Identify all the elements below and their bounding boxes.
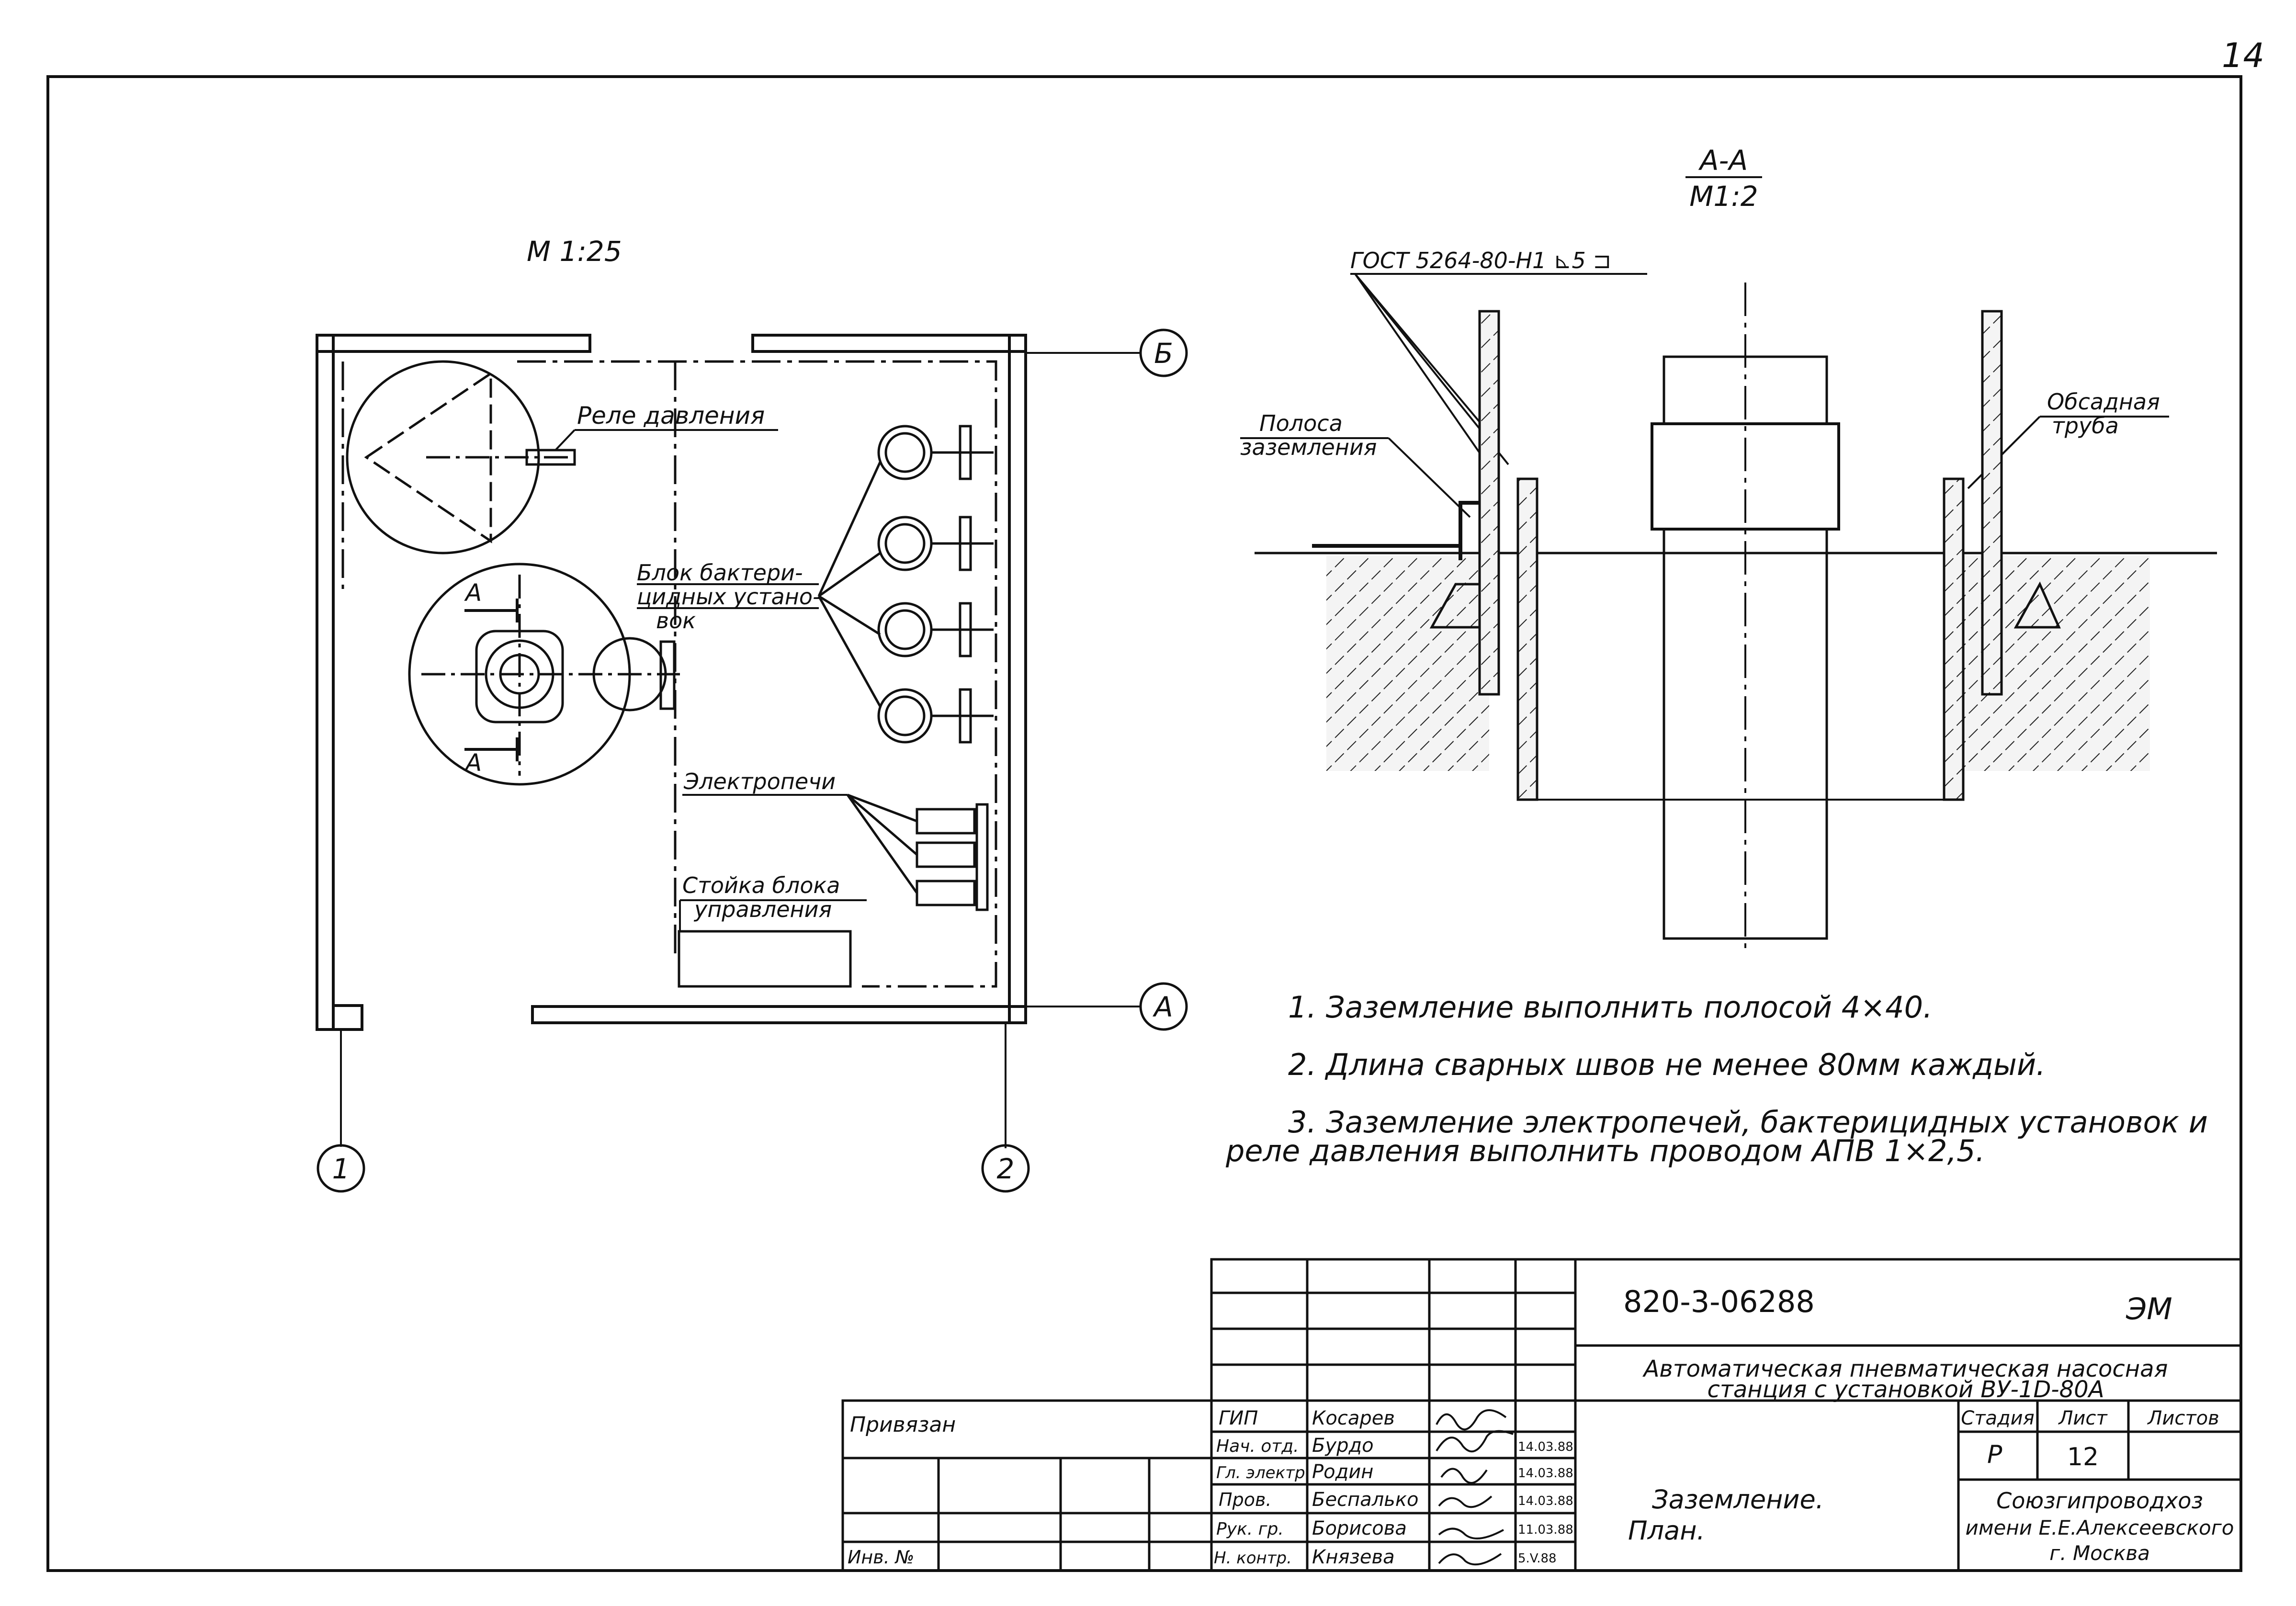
doc-mark: ЭМ <box>2126 1291 2172 1326</box>
casing-wall-right <box>1981 310 2003 696</box>
staff-role: Пров. <box>1219 1489 1271 1510</box>
notes: 1. Заземление выполнить полосой 4×40. 2.… <box>1225 990 2208 1168</box>
drawing-title-2: План. <box>1628 1516 1705 1546</box>
section-mark-bottom: А <box>464 749 482 777</box>
relay-leader <box>554 429 576 451</box>
title-block <box>841 1258 2242 1572</box>
staff-role: Н. контр. <box>1214 1549 1292 1568</box>
bact-label-3: вок <box>656 608 696 633</box>
section-mark-top: А <box>464 579 482 607</box>
sheet-number: 14 <box>2222 36 2264 75</box>
sheet-header: Лист <box>2058 1407 2108 1429</box>
note-3a: 3. Заземление электропечей, бактерицидны… <box>1288 1105 2208 1140</box>
bactericidal-units <box>817 425 994 744</box>
staff-name: Бурдо <box>1312 1435 1374 1457</box>
pressure-relay-label: Реле давления <box>577 402 765 430</box>
inventory-label: Инв. № <box>848 1547 914 1568</box>
casing-wall-left <box>1478 310 1500 696</box>
bact-label-1: Блок бактери- <box>637 560 803 586</box>
section-cut-marks <box>464 599 519 761</box>
casing-label-1: Обсадная <box>2047 389 2160 415</box>
section-scale: М1:2 <box>1689 180 1758 213</box>
section-view: А-А М1:2 ГОСТ 5264-80-Н1 ⊾5 ⊐ Полоса заз… <box>1240 144 2217 948</box>
staff-date: 14.03.88 <box>1518 1494 1573 1508</box>
plan-view: М 1:25 Б А 1 <box>316 235 1188 1193</box>
staff-list: ГИП Косарев Нач. отд. Бурдо 14.03.88 Гл.… <box>1214 1407 1573 1568</box>
axis-marker-a: А <box>1139 982 1188 1031</box>
staff-date: 14.03.88 <box>1518 1440 1573 1454</box>
grounding-strip <box>1312 501 1480 560</box>
concrete-collar-right <box>2013 581 2061 629</box>
strip-leader <box>1388 437 1471 518</box>
doc-title-1: Автоматическая пневматическая насосная <box>1642 1356 2168 1382</box>
bound-label: Привязан <box>850 1413 956 1437</box>
furnaces-label: Электропечи <box>683 769 836 794</box>
staff-date: 14.03.88 <box>1518 1466 1573 1481</box>
sheet-value: 12 <box>2067 1443 2099 1471</box>
well-head <box>408 563 680 786</box>
axis-marker-2: 2 <box>981 1144 1030 1193</box>
plan-walls <box>316 334 1027 1031</box>
drawing-title-1: Заземление. <box>1652 1484 1824 1515</box>
note-1: 1. Заземление выполнить полосой 4×40. <box>1288 990 1933 1025</box>
inner-pipe-left <box>1516 477 1538 801</box>
doc-title-2: станция с установкой ВУ-1D-80А <box>1707 1376 2104 1403</box>
plan-scale: М 1:25 <box>527 235 622 268</box>
staff-role: Рук. гр. <box>1216 1519 1284 1539</box>
strip-label-1: Полоса <box>1259 410 1343 436</box>
staff-date: 5.V.88 <box>1518 1551 1557 1566</box>
note-3b: реле давления выполнить проводом АПВ 1×2… <box>1225 1133 1985 1168</box>
svg-text:1: 1 <box>332 1153 350 1185</box>
staff-name: Беспалько <box>1312 1489 1418 1511</box>
svg-text:Б: Б <box>1154 337 1173 370</box>
control-rack <box>678 930 852 988</box>
gost-weld-label: ГОСТ 5264-80-Н1 ⊾5 ⊐ <box>1350 248 1611 273</box>
note-2: 2. Длина сварных швов не менее 80мм кажд… <box>1288 1047 2046 1082</box>
soil-left <box>1326 555 1489 771</box>
inner-pipe-right <box>1943 477 1965 801</box>
org-1: Союзгипроводхоз <box>1996 1488 2203 1514</box>
staff-name: Борисова <box>1312 1517 1407 1539</box>
rack-label-2: управления <box>693 896 832 922</box>
staff-name: Князева <box>1312 1546 1395 1568</box>
pump-column-lower <box>1663 528 1828 940</box>
staff-name: Косарев <box>1312 1407 1395 1429</box>
staff-role: Гл. электр <box>1216 1463 1305 1482</box>
stage-value: Р <box>1987 1440 2002 1469</box>
axis-marker-b: Б <box>1139 328 1188 377</box>
staff-role: ГИП <box>1219 1407 1258 1429</box>
pressure-tank <box>346 360 576 554</box>
svg-text:2: 2 <box>997 1153 1015 1185</box>
staff-role: Нач. отд. <box>1216 1436 1299 1456</box>
electric-furnaces <box>846 793 989 911</box>
casing-leader <box>1967 416 2041 489</box>
staff-date: 11.03.88 <box>1518 1523 1573 1537</box>
doc-code: 820-3-06288 <box>1623 1284 1815 1319</box>
staff-name: Родин <box>1312 1461 1373 1483</box>
axis-lines <box>340 352 1140 1148</box>
bact-label-2: цидных устано- <box>637 584 821 610</box>
org-3: г. Москва <box>2049 1541 2150 1565</box>
rack-label-1: Стойка блока <box>682 872 840 898</box>
sheets-header: Листов <box>2147 1407 2219 1429</box>
stage-header: Стадия <box>1961 1407 2034 1429</box>
axis-marker-1: 1 <box>317 1144 365 1193</box>
svg-text:А: А <box>1152 991 1173 1023</box>
signatures <box>1436 1409 1514 1566</box>
section-title: А-А <box>1698 144 1748 177</box>
org-2: имени Е.Е.Алексеевского <box>1966 1516 2234 1539</box>
